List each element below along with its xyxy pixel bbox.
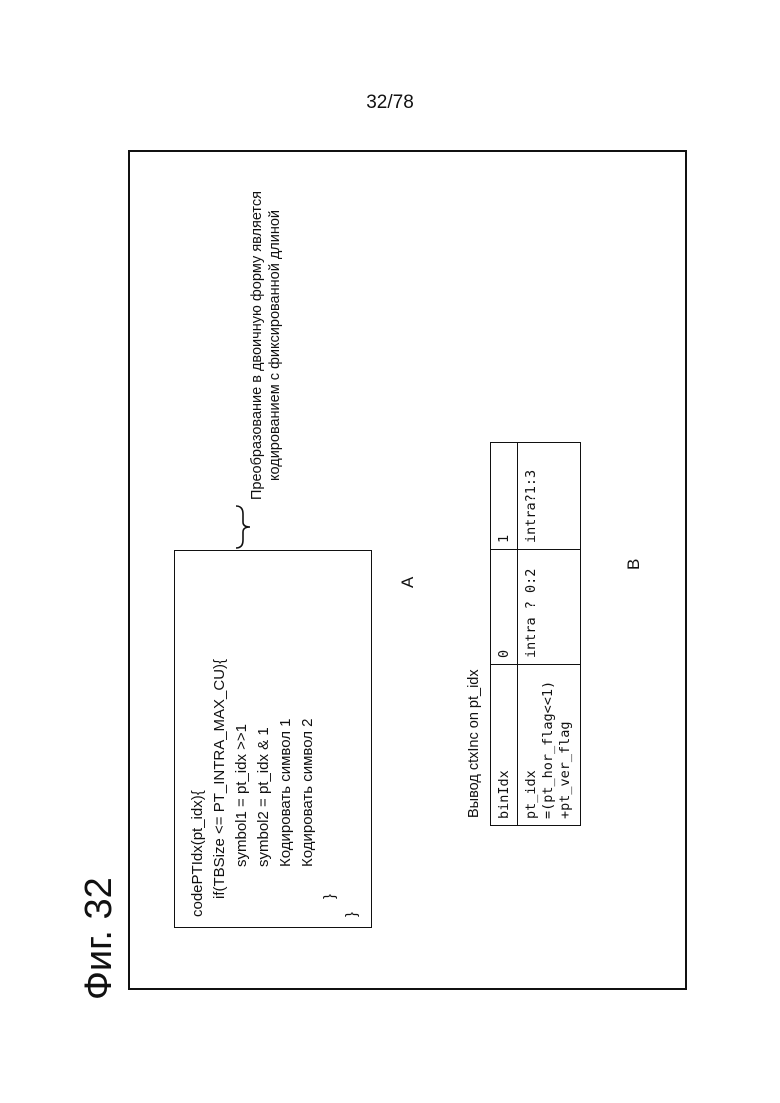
- code-line-1: codePTIdx(pt_idx){: [189, 790, 207, 917]
- table-header-row: binIdx 0 1: [491, 443, 518, 826]
- code-line-3: symbol1 = pt_idx >>1: [233, 724, 251, 867]
- ctx-table-title: Вывод ctxInc on pt_idx: [466, 669, 482, 818]
- annotation-line-1: Преобразование в двоичную форму является: [248, 191, 266, 500]
- annotation-line-2: кодированием с фиксированной длиной: [266, 191, 284, 500]
- cell-line: pt_idx: [523, 671, 540, 819]
- brace-icon: [230, 504, 256, 550]
- label-b: B: [624, 559, 644, 570]
- figure-label: Фиг. 32: [78, 877, 121, 1000]
- annotation: Преобразование в двоичную форму является…: [248, 191, 284, 500]
- table-cell: intra ? 0:2: [518, 550, 581, 665]
- header-cell: 1: [491, 443, 518, 550]
- header-cell: 0: [491, 550, 518, 665]
- page-number: 32/78: [0, 92, 780, 114]
- code-line-4: symbol2 = pt_idx & 1: [255, 727, 273, 867]
- label-a: A: [398, 577, 418, 588]
- ctx-table: binIdx 0 1 pt_idx =(pt_hor_flag<<1) +pt_…: [490, 442, 581, 826]
- cell-line: =(pt_hor_flag<<1): [540, 671, 557, 819]
- code-line-2: if(TBSize <= PT_INTRA_MAX_CU){: [211, 659, 229, 899]
- code-line-7: }: [321, 894, 339, 899]
- table-cell: intra?1:3: [518, 443, 581, 550]
- code-line-6: Кодировать символ 2: [299, 719, 317, 868]
- code-line-8: }: [343, 912, 361, 917]
- table-row: pt_idx =(pt_hor_flag<<1) +pt_ver_flag in…: [518, 443, 581, 826]
- code-line-5: Кодировать символ 1: [277, 719, 295, 868]
- header-cell: binIdx: [491, 665, 518, 826]
- table-cell: pt_idx =(pt_hor_flag<<1) +pt_ver_flag: [518, 665, 581, 826]
- cell-line: +pt_ver_flag: [557, 671, 574, 819]
- code-box: codePTIdx(pt_idx){ if(TBSize <= PT_INTRA…: [174, 550, 372, 928]
- figure-content: codePTIdx(pt_idx){ if(TBSize <= PT_INTRA…: [130, 152, 685, 988]
